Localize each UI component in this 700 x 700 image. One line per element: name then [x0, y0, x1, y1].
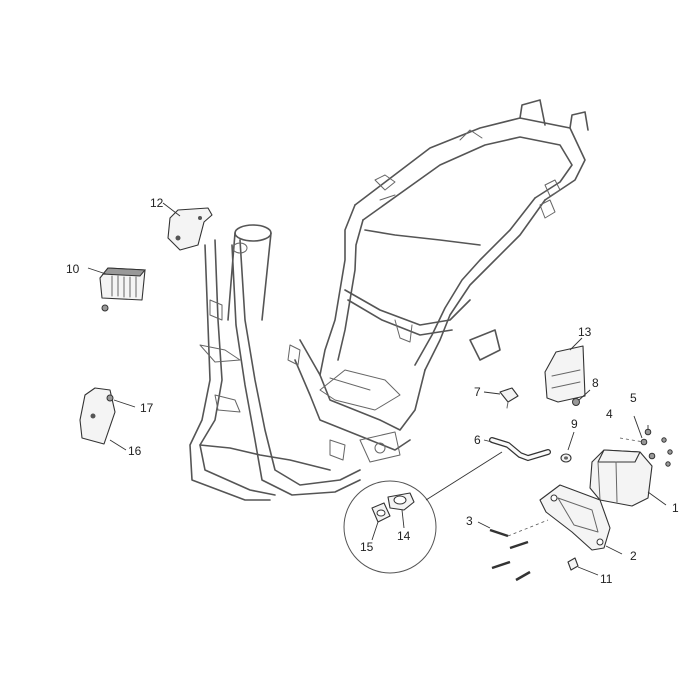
callout-4: 4 [606, 407, 613, 421]
callout-1: 1 [672, 501, 679, 515]
part-10-regulator [87, 267, 147, 312]
callout-14: 14 [397, 529, 411, 543]
callout-12: 12 [150, 196, 164, 210]
callout-17: 17 [140, 401, 154, 415]
callout-11: 11 [600, 572, 613, 586]
part-9-ring [560, 431, 575, 463]
callout-9: 9 [571, 417, 578, 431]
part-11-screw [567, 557, 599, 576]
callout-7: 7 [474, 385, 481, 399]
scooter-frame [189, 99, 589, 501]
part-16-bracket [79, 387, 127, 451]
callout-10: 10 [66, 262, 80, 276]
part-7-fitting [483, 387, 519, 409]
part-6-hose [483, 437, 551, 462]
callout-15: 15 [360, 540, 374, 554]
part-8-screw [572, 389, 591, 406]
part-17-screw [106, 394, 136, 408]
callout-6: 6 [474, 433, 481, 447]
part-13-module [544, 337, 586, 403]
part-3-bolts [477, 519, 549, 582]
callout-2: 2 [630, 549, 637, 563]
part-2-bracket [539, 484, 623, 555]
part-1-unit [589, 449, 667, 507]
callout-8: 8 [592, 376, 599, 390]
callout-5: 5 [630, 391, 637, 405]
callout-13: 13 [578, 325, 592, 339]
callout-labels: 12 10 17 16 13 7 8 5 4 9 6 1 3 14 15 2 1… [66, 196, 679, 586]
callout-16: 16 [128, 444, 142, 458]
part-12-bracket [162, 202, 213, 251]
part-4-5-nuts [619, 415, 673, 467]
callout-3: 3 [466, 514, 473, 528]
detail-circle-clamps [343, 451, 503, 574]
